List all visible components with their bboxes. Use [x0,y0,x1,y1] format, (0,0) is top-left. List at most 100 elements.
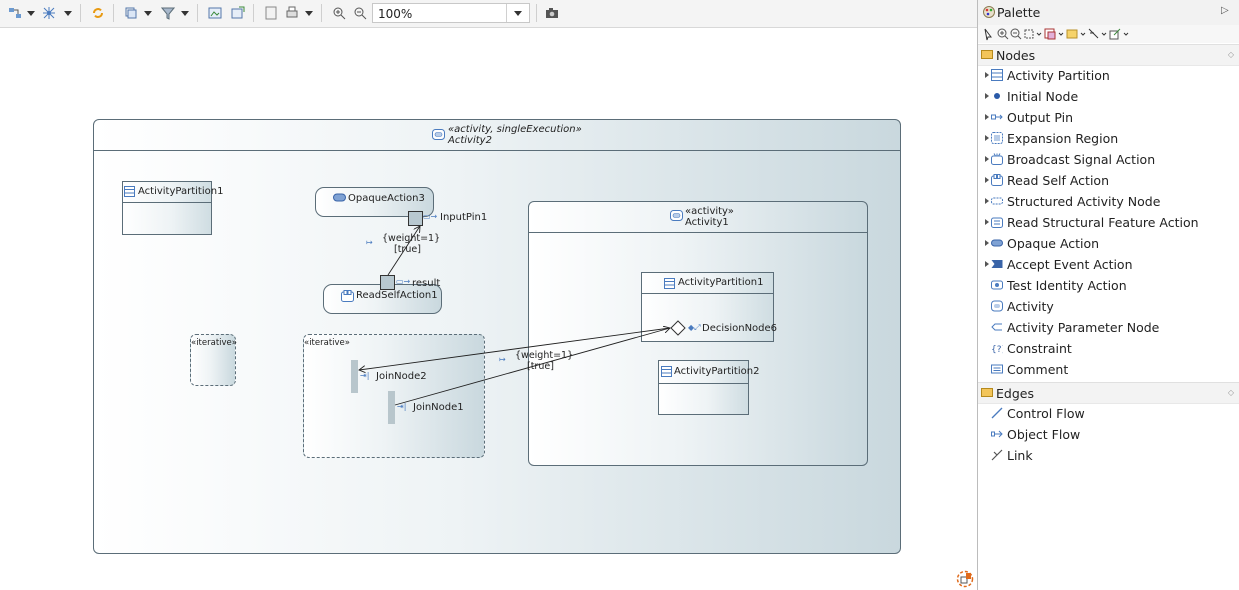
activity2-stereotype: «activity, singleExecution» [448,124,582,135]
activity-partition-left[interactable]: ActivityPartition1 [122,181,223,235]
palette-node-item[interactable]: Activity Parameter Node [978,317,1239,338]
palette-node-item[interactable]: Activity [978,296,1239,317]
filter-icon[interactable] [161,6,175,20]
palette-nodes-drawer[interactable]: Nodes ◇ [978,44,1239,66]
palette-edge-item-label: Control Flow [1007,406,1085,421]
export-image-icon[interactable] [208,6,222,20]
initial-node-icon [994,93,1000,99]
object-flow-icon: ↦ [499,355,506,364]
copy-appearance-icon[interactable] [231,6,245,20]
activity1-name: Activity1 [685,217,729,228]
palette-node-item-label: Opaque Action [1007,236,1100,251]
palette-node-item[interactable]: Activity Partition [978,65,1239,86]
layers-icon[interactable] [124,6,138,20]
parameter-node-icon [991,323,1002,331]
activity-icon [991,300,1003,312]
palette-node-item[interactable]: {?}Constraint [978,338,1239,359]
chevron-down-icon [514,11,522,16]
camera-icon[interactable] [545,6,559,20]
expand-arrow-icon[interactable] [985,198,989,204]
output-pin-arrow-icon: ▭→ [396,277,411,286]
palette-edges-drawer[interactable]: Edges ◇ [978,382,1239,404]
page-icon[interactable] [264,6,278,20]
object-flow-icon [991,430,1003,438]
arrange-dropdown-icon[interactable] [64,11,72,16]
expand-arrow-icon[interactable] [985,261,989,267]
zoom-dropdown-button[interactable] [506,4,529,22]
output-pin[interactable] [380,275,395,290]
palette-node-item[interactable]: Broadcast Signal Action [978,149,1239,170]
drawer-pin-icon[interactable]: ◇ [1227,388,1234,397]
expand-arrow-icon[interactable] [985,135,989,141]
join-node-1[interactable] [388,391,395,424]
palette-node-item-label: Constraint [1007,341,1072,356]
drawer-pin-icon[interactable]: ◇ [1227,50,1234,59]
structured-node-icon [991,197,1003,205]
palette-node-item[interactable]: Test Identity Action [978,275,1239,296]
editor-palette-divider[interactable] [977,0,978,590]
small-region-stereotype: «iterative» [191,338,237,348]
expand-arrow-icon[interactable] [985,156,989,162]
palette-node-item[interactable]: Initial Node [978,86,1239,107]
palette-node-item-label: Accept Event Action [1007,257,1133,272]
filter-dropdown-icon[interactable] [181,11,189,16]
palette-tools-icons[interactable] [982,27,1137,41]
palette-node-item[interactable]: Read Self Action [978,170,1239,191]
control-flow-icon [991,407,1003,419]
print-icon[interactable] [285,6,299,20]
palette-node-item[interactable]: Comment [978,359,1239,380]
flow-lower-guard: [true] [527,361,554,372]
output-pin-label: result [412,278,441,289]
palette-node-item[interactable]: Accept Event Action [978,254,1239,275]
inner-partition-2[interactable]: ActivityPartition2 [658,360,759,415]
zoom-in-icon[interactable] [332,6,346,20]
diagram-toolbar: 100% [0,0,977,28]
palette-node-item[interactable]: Expansion Region [978,128,1239,149]
read-feature-icon [991,217,1003,228]
layers-dropdown-icon[interactable] [144,11,152,16]
palette-node-item[interactable]: Output Pin [978,107,1239,128]
expand-arrow-icon[interactable] [985,114,989,120]
expand-arrow-icon[interactable] [985,240,989,246]
expand-arrow-icon[interactable] [985,177,989,183]
zoom-out-icon[interactable] [353,6,367,20]
palette-node-item[interactable]: Opaque Action [978,233,1239,254]
palette-node-item-label: Activity Partition [1007,68,1110,83]
expand-arrow-icon[interactable] [985,219,989,225]
activity2-name: Activity2 [448,135,492,146]
palette-edge-item[interactable]: Object Flow [978,424,1239,445]
opaque-action-icon [333,193,346,202]
expansion-region-small[interactable]: «iterative» [190,334,237,386]
edges-header-label: Edges [996,386,1034,401]
refresh-icon[interactable] [91,6,105,20]
palette-node-item-label: Activity [1007,299,1054,314]
expand-arrow-icon[interactable] [985,93,989,99]
flow-upper-guard: [true] [394,244,421,255]
palette-node-item-label: Output Pin [1007,110,1074,125]
select-dropdown-icon[interactable] [27,11,35,16]
palette-icon [983,6,995,18]
expand-arrow-icon[interactable] [985,72,989,78]
nodes-header-label: Nodes [996,48,1036,63]
select-all-icon[interactable] [8,6,22,20]
object-flow-icon: ↦ [366,238,373,247]
palette-collapse-icon[interactable]: ▷ [1221,5,1229,16]
partition-icon [661,366,672,377]
input-pin[interactable] [408,211,423,226]
palette-node-item[interactable]: Structured Activity Node [978,191,1239,212]
activity1-stereotype: «activity» [685,206,734,217]
print-dropdown-icon[interactable] [305,11,313,16]
zoom-combo[interactable]: 100% [372,3,530,23]
palette-edge-item[interactable]: Control Flow [978,403,1239,424]
accept-event-icon [991,260,1003,268]
arrange-icon[interactable] [42,6,56,20]
flow-lower-weight: {weight=1} [515,350,574,361]
join-node-2[interactable] [351,360,358,393]
palette-edge-item[interactable]: Link [978,445,1239,466]
decision-node[interactable] [670,320,686,336]
palette-edge-item-label: Link [1007,448,1033,463]
validation-status-icon[interactable] [956,570,974,588]
palette-node-item[interactable]: Read Structural Feature Action [978,212,1239,233]
join-node-2-icon: ⇥| [360,371,370,380]
inner-partition-2-label: ActivityPartition2 [674,366,760,377]
